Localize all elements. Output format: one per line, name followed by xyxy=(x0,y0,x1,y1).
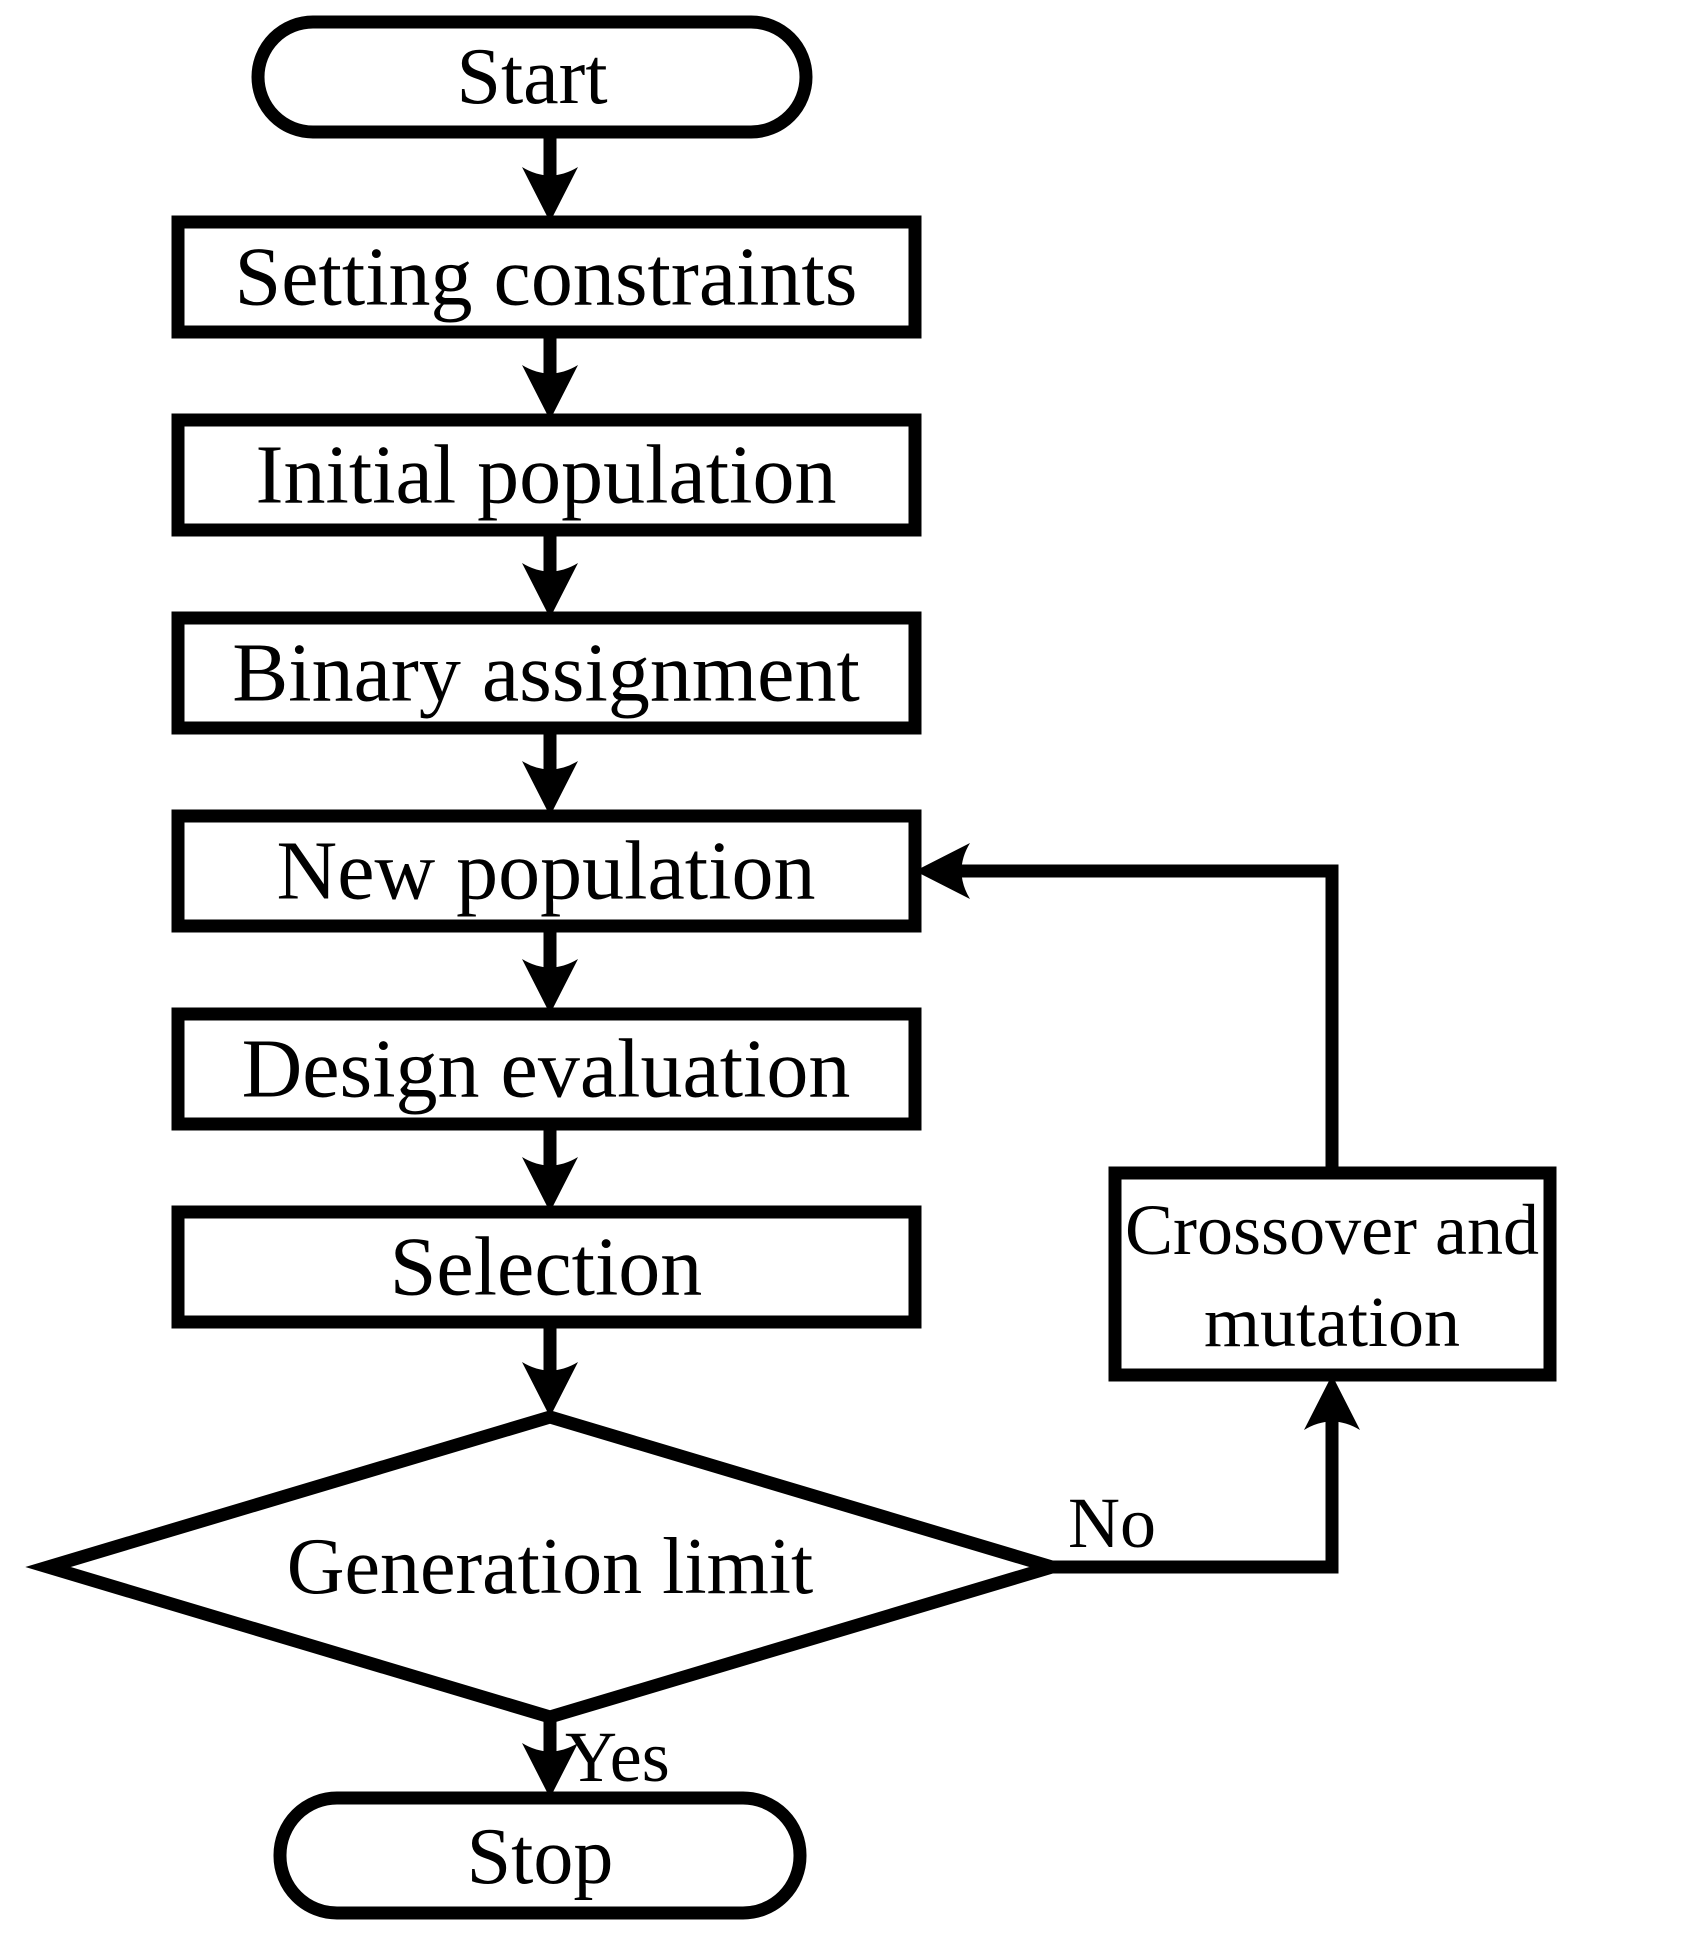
stop-label: Stop xyxy=(467,1813,614,1901)
arrowhead-up-icon xyxy=(1304,1375,1360,1430)
initial-population-label: Initial population xyxy=(256,429,837,522)
setting-constraints-label: Setting constraints xyxy=(235,231,858,324)
process-new-population xyxy=(171,809,922,933)
process-crossover-mutation xyxy=(1108,1166,1557,1382)
terminator-start xyxy=(251,15,813,139)
arrowhead-down-icon xyxy=(522,761,578,816)
arrowhead-left-icon xyxy=(915,843,970,899)
start-label: Start xyxy=(456,33,607,121)
node-labels: Start Setting constraints Initial popula… xyxy=(232,33,1539,1901)
arrowhead-down-icon xyxy=(522,1157,578,1212)
arrowheads xyxy=(522,167,1360,1798)
arrowhead-down-icon xyxy=(522,167,578,222)
terminator-stop xyxy=(273,1791,807,1920)
node-shapes xyxy=(25,15,1557,1920)
crossover-mutation-label-line2: mutation xyxy=(1204,1282,1460,1362)
no-branch-label: No xyxy=(1068,1483,1156,1563)
arrowhead-down-icon xyxy=(522,1743,578,1798)
edge-labels: Yes No xyxy=(565,1483,1156,1797)
edge-generation-limit-to-crossover-no xyxy=(1046,1420,1339,1574)
arrowhead-down-icon xyxy=(522,365,578,420)
arrowhead-down-icon xyxy=(522,959,578,1014)
yes-branch-label: Yes xyxy=(565,1717,670,1797)
binary-assignment-label: Binary assignment xyxy=(232,627,860,720)
selection-label: Selection xyxy=(390,1221,703,1314)
decision-generation-limit xyxy=(25,1410,1075,1724)
arrowhead-down-icon xyxy=(522,563,578,618)
new-population-label: New population xyxy=(277,825,816,918)
process-binary-assignment xyxy=(171,611,922,735)
arrowhead-down-icon xyxy=(522,1362,578,1417)
process-design-evaluation xyxy=(171,1007,922,1131)
crossover-mutation-label-line1: Crossover and xyxy=(1125,1190,1539,1270)
generation-limit-label: Generation limit xyxy=(287,1523,814,1611)
process-selection xyxy=(171,1205,922,1329)
design-evaluation-label: Design evaluation xyxy=(242,1023,851,1116)
process-initial-population xyxy=(171,413,922,537)
process-setting-constraints xyxy=(171,215,922,339)
edge-crossover-to-new-population-feedback xyxy=(960,864,1339,1179)
